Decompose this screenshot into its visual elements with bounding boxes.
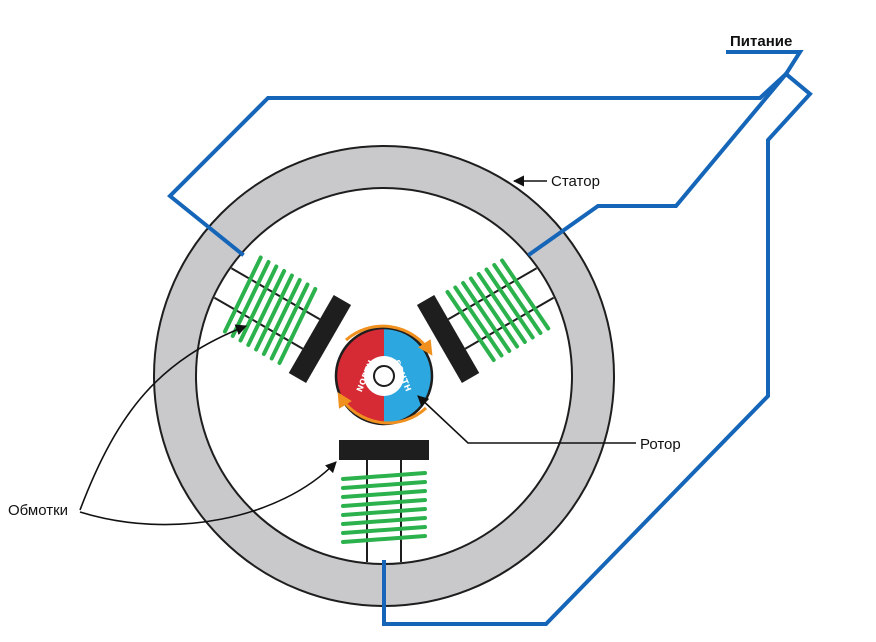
power-label: Питание xyxy=(730,33,792,50)
windings-label: Обмотки xyxy=(8,502,68,519)
windings-pointer-lower xyxy=(79,461,337,526)
winding-coil-upper-right xyxy=(445,258,551,363)
windings-pointer-upper xyxy=(79,324,248,511)
power-wires xyxy=(167,50,813,626)
rotor-pointer xyxy=(417,395,636,444)
stator-label: Статор xyxy=(551,173,600,190)
wire-upper-right xyxy=(527,71,789,257)
rotor-label: Ротор xyxy=(640,436,681,453)
power-bus xyxy=(726,50,804,77)
wire-upper-left xyxy=(167,71,789,257)
wire-bottom xyxy=(382,71,813,626)
pole-bottom xyxy=(339,440,429,562)
winding-coil-bottom xyxy=(341,471,427,544)
rotation-arrow-icon xyxy=(337,324,433,425)
pole-upper-right xyxy=(416,258,555,383)
leader-lines xyxy=(79,175,636,526)
